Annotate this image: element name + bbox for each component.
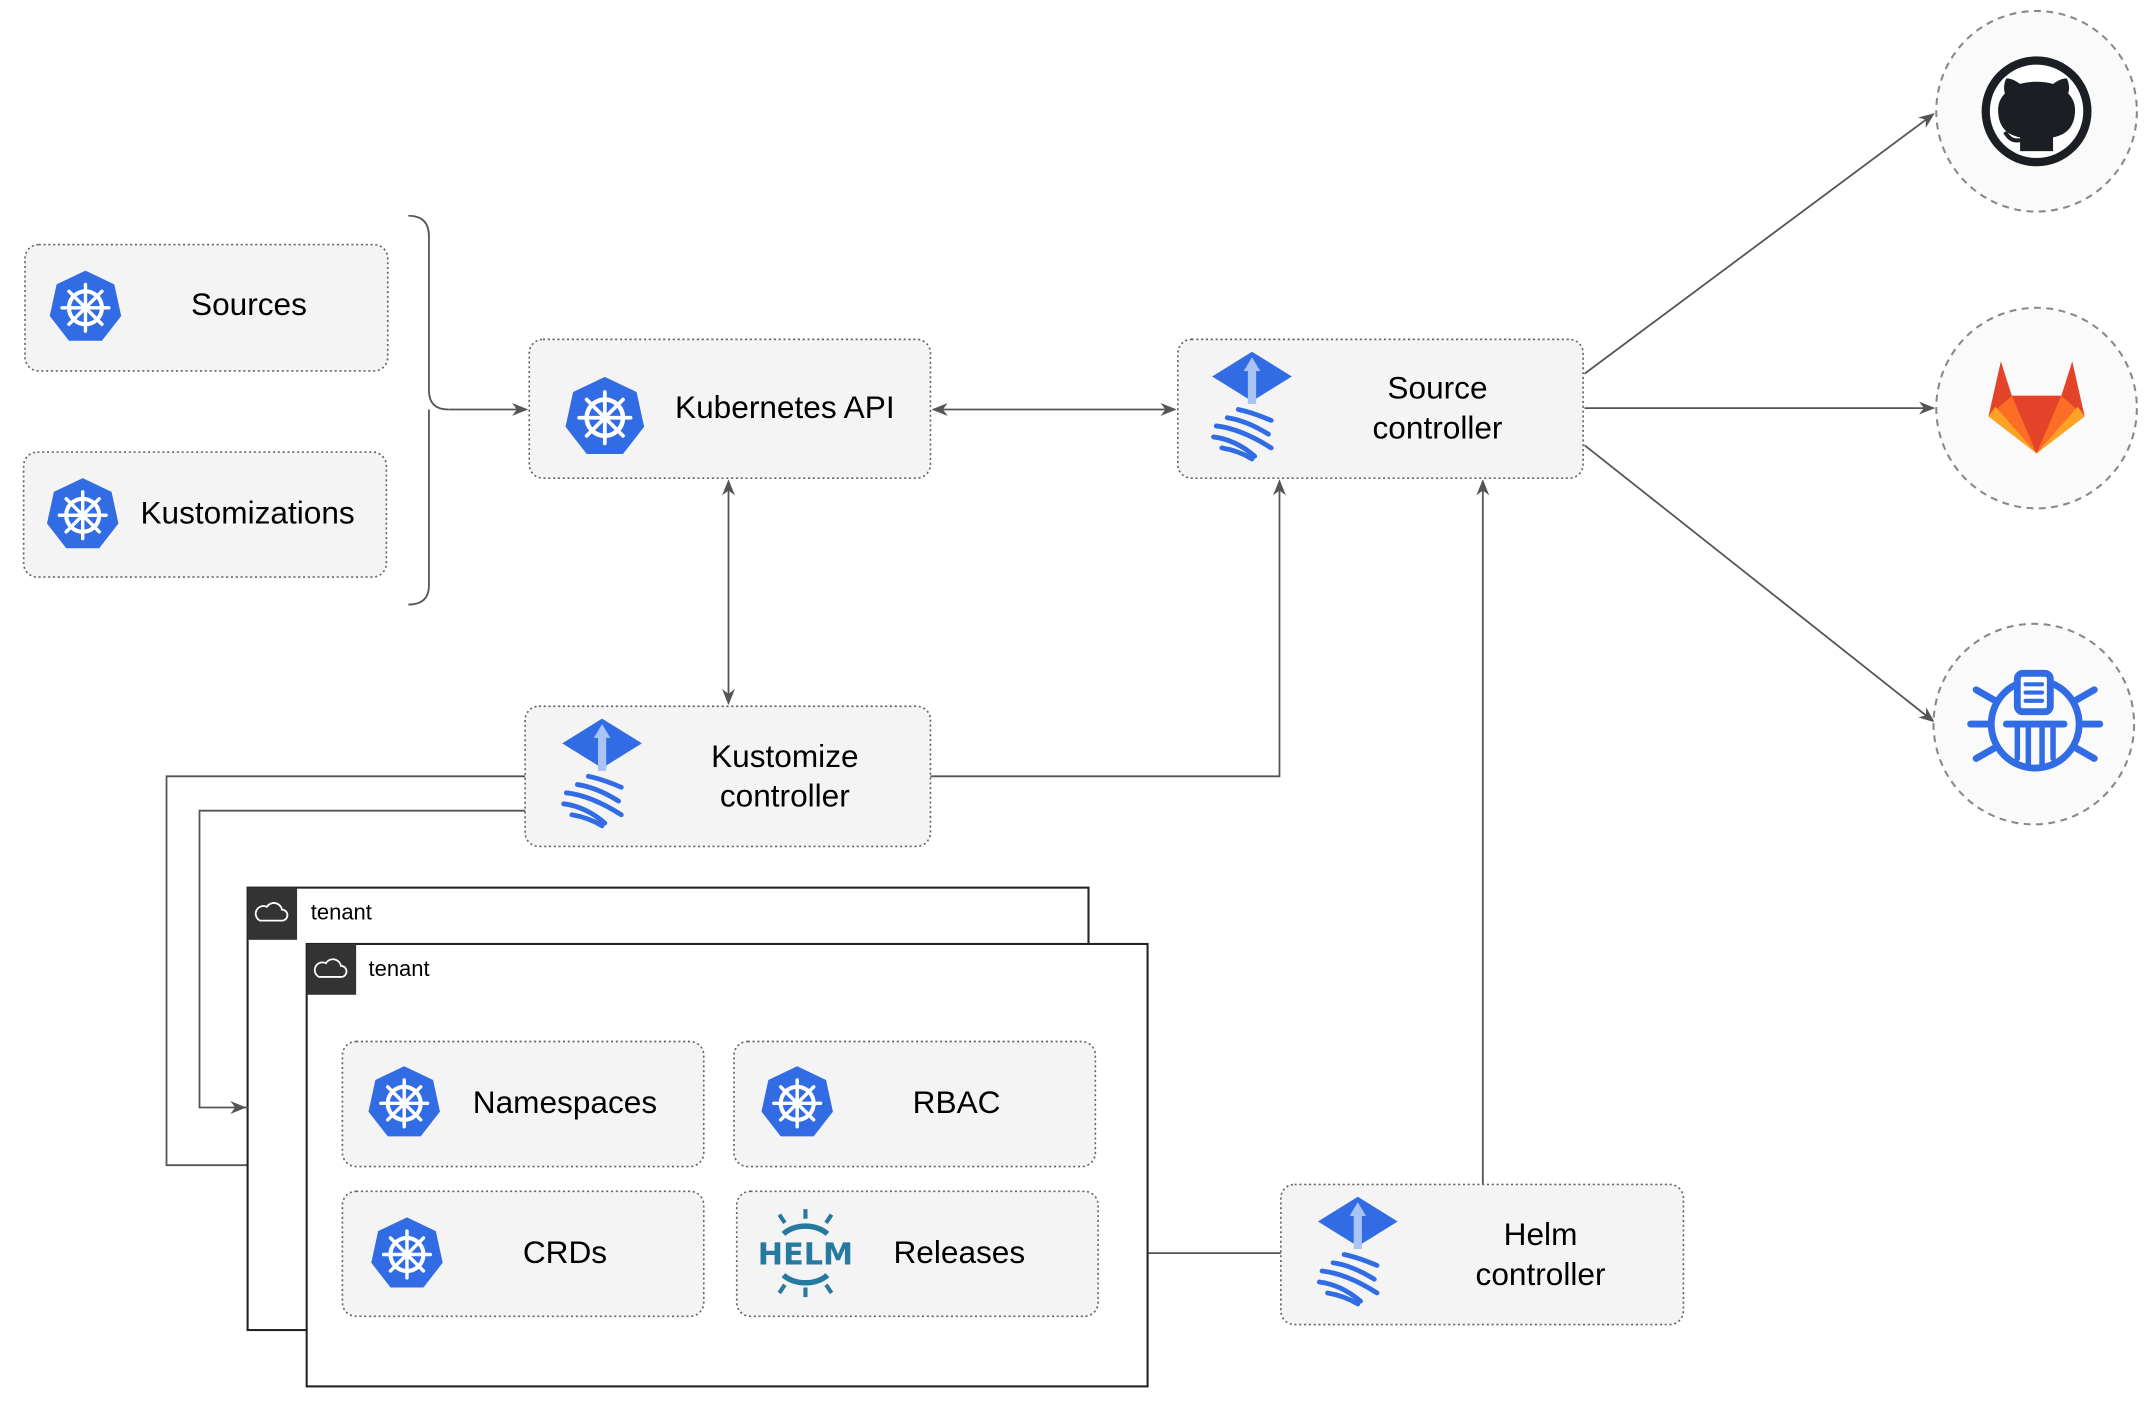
tenant-label: tenant — [311, 900, 372, 925]
helm-icon: HELM — [758, 1209, 853, 1298]
node-releases[interactable]: HELM Releases — [735, 1190, 1099, 1318]
node-label: controller — [1373, 409, 1503, 445]
grouping-brace — [408, 214, 449, 606]
cloud-icon — [254, 902, 289, 922]
node-label: RBAC — [913, 1084, 1001, 1120]
cloud-icon — [313, 958, 348, 978]
tenant-label: tenant — [369, 956, 430, 981]
node-label: controller — [1476, 1256, 1606, 1292]
edge-source-to-bucket — [1583, 444, 1935, 723]
node-rbac[interactable]: RBAC — [733, 1040, 1097, 1168]
node-sources[interactable]: Sources — [24, 243, 389, 372]
github-icon — [1981, 56, 2092, 167]
node-label: Kubernetes API — [675, 389, 895, 425]
edge-source-to-github — [1583, 113, 1935, 375]
bucket-node[interactable] — [1932, 622, 2136, 826]
edge-kustomize-to-source — [930, 479, 1286, 778]
node-namespaces[interactable]: Namespaces — [341, 1040, 705, 1168]
node-label: Kustomize — [711, 738, 858, 774]
gitlab-node[interactable] — [1935, 306, 2138, 510]
bucket-icon — [1967, 669, 2104, 772]
svg-text:HELM: HELM — [758, 1237, 853, 1272]
node-kustomizations[interactable]: Kustomizations — [22, 451, 388, 578]
node-kubernetes-api[interactable]: Kubernetes API — [528, 338, 932, 479]
node-label: controller — [720, 778, 850, 814]
node-label: Kustomizations — [140, 495, 354, 531]
edge-kustomize-to-tenant-back — [198, 809, 526, 1114]
node-kustomize-controller[interactable]: Kustomize controller — [524, 705, 932, 848]
node-label: CRDs — [523, 1234, 607, 1270]
github-node[interactable] — [1935, 9, 2138, 213]
node-label: Source — [1387, 370, 1487, 406]
node-crds[interactable]: CRDs — [341, 1190, 705, 1318]
node-label: Namespaces — [473, 1084, 657, 1120]
node-helm-controller[interactable]: Helm controller — [1280, 1183, 1685, 1326]
edge-kustomize-to-tenant-front — [165, 775, 526, 1172]
node-source-controller[interactable]: Source controller — [1176, 338, 1584, 479]
node-label: Sources — [191, 286, 307, 322]
gitlab-icon — [1988, 361, 2085, 454]
node-label: Releases — [893, 1234, 1025, 1270]
node-label: Helm — [1504, 1216, 1578, 1252]
